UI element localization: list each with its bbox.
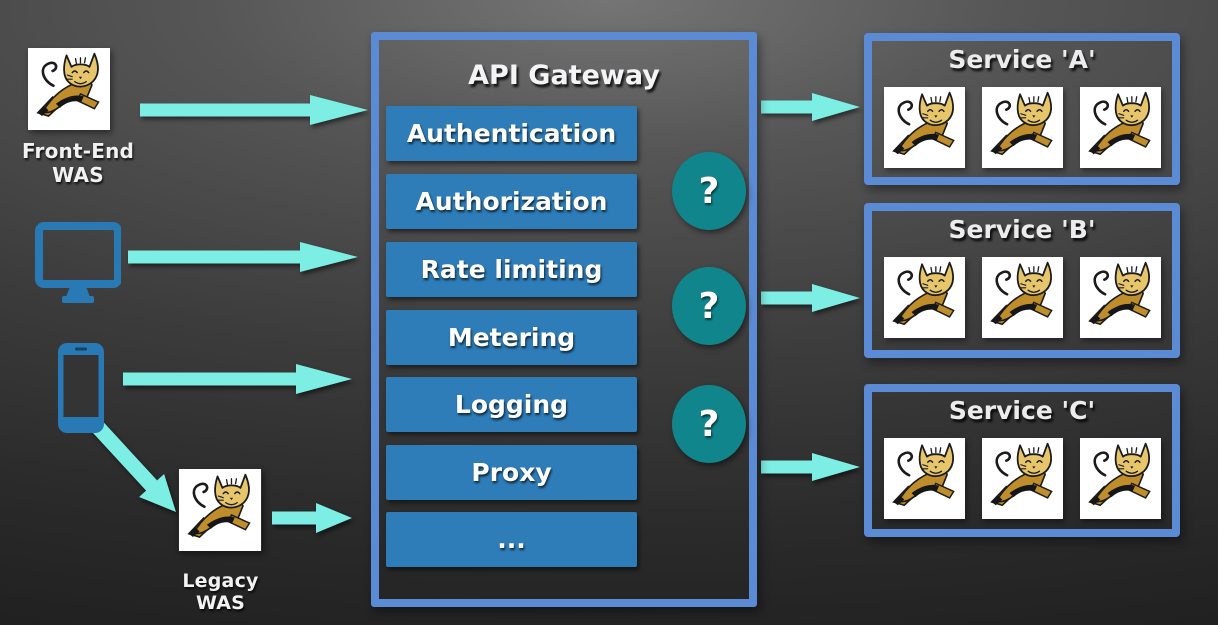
service-box-c: Service 'C' [864,384,1180,537]
arrow-gateway-to-service-a [761,93,860,121]
tomcat-icon-instance [1080,438,1161,519]
tomcat-icon-instance [1080,257,1161,338]
service-title: Service 'A' [948,45,1096,74]
gateway-feature-rate-limiting: Rate limiting [386,242,637,297]
service-instance-row [884,87,1161,168]
question-mark-circle: ? [672,385,746,463]
question-mark-circle: ? [672,152,746,230]
arrow-legacy-to-gateway [272,503,352,533]
service-instance-row [884,257,1161,338]
tomcat-icon-instance [982,257,1063,338]
arrow-frontend-to-gateway [140,95,368,125]
tomcat-icon-instance [884,87,965,168]
gateway-feature----: ... [386,512,637,567]
tomcat-icon-instance [1080,87,1161,168]
service-title: Service 'B' [948,215,1096,244]
gateway-feature-proxy: Proxy [386,445,637,500]
tomcat-icon-instance [884,257,965,338]
legacy-was-label: Legacy WAS [182,570,259,614]
tomcat-icon-instance [884,438,965,519]
api-gateway-title: API Gateway [468,60,660,91]
gateway-feature-metering: Metering [386,310,637,365]
gateway-feature-logging: Logging [386,377,637,432]
desktop-monitor-icon [35,222,121,303]
front-end-was-label: Front-End WAS [21,139,135,187]
tomcat-icon-legacy [178,469,262,551]
arrow-gateway-to-service-b [761,284,860,312]
arrow-desktop-to-gateway [128,242,358,272]
arrow-gateway-to-service-c [761,453,860,481]
tomcat-icon-instance [982,438,1063,519]
tomcat-icon-front-end [28,48,110,130]
question-mark-circle: ? [672,267,746,345]
service-box-b: Service 'B' [864,203,1180,358]
gateway-feature-authentication: Authentication [386,106,637,161]
service-box-a: Service 'A' [864,33,1180,185]
smartphone-icon [58,343,104,433]
gateway-feature-authorization: Authorization [386,174,637,229]
service-instance-row [884,438,1161,519]
tomcat-icon-instance [982,87,1063,168]
service-title: Service 'C' [948,396,1096,425]
arrow-mobile-to-gateway [123,364,352,394]
